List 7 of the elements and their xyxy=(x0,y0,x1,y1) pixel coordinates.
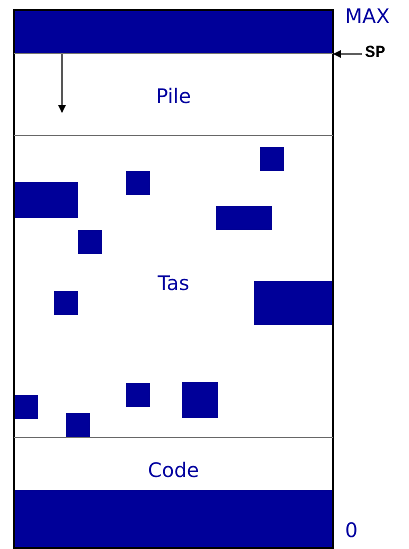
address-label: MAX xyxy=(345,4,390,28)
pointer-arrow xyxy=(333,50,362,58)
segment-label: Pile xyxy=(156,84,192,108)
segment-label: Code xyxy=(148,458,200,482)
segment-label: Tas xyxy=(158,271,190,295)
address-label: 0 xyxy=(345,518,358,542)
pointer-label: SP xyxy=(365,44,386,64)
